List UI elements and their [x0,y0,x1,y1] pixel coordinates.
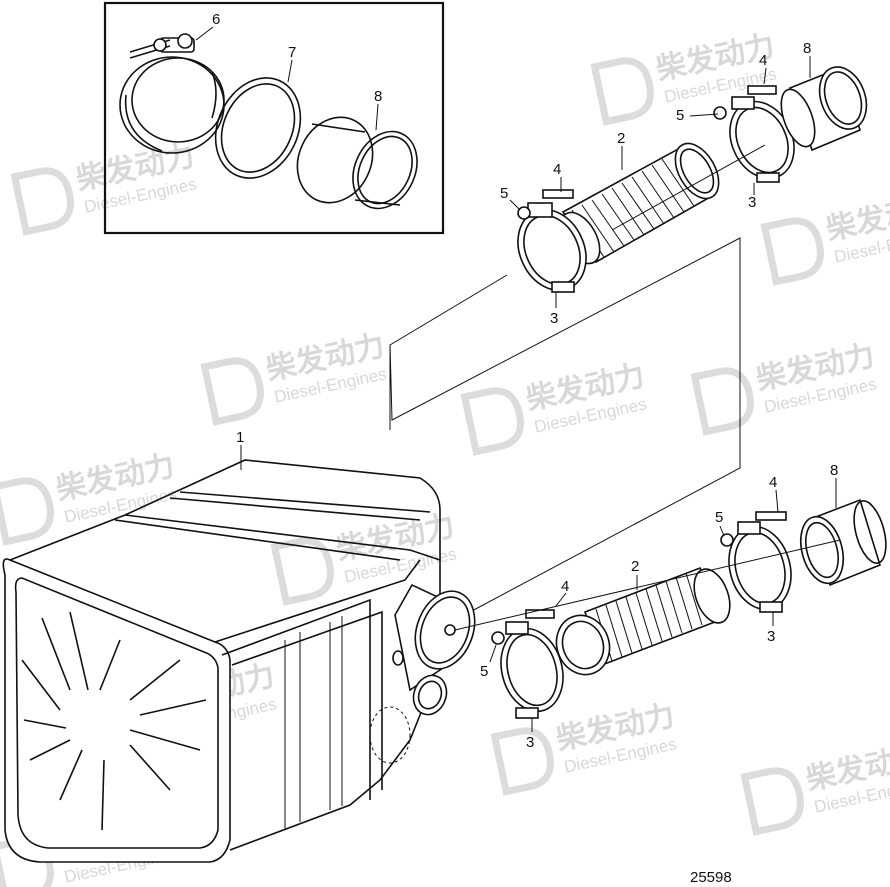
upper-pipe-assembly [509,56,868,308]
hidden-port [369,706,411,764]
callout-6: 6 [212,11,220,28]
leader-7 [287,59,293,83]
leader-5-upper [509,199,521,211]
leader-4-lower [555,592,567,607]
callout-4: 4 [769,474,777,491]
callout-3: 3 [550,310,558,327]
v-clamp-upper-right [713,85,795,183]
pipe-sleeve-upper [780,66,868,152]
callout-2: 2 [617,130,625,147]
center-axis-upper [611,144,766,231]
callout-5: 5 [715,509,723,526]
callout-8: 8 [374,88,382,105]
watermark: 柴发动力 Diesel-Engines [760,188,890,286]
v-clamp-upper-left [517,189,587,293]
callout-7: 7 [288,44,296,61]
sealing-ring [214,77,302,179]
callout-8: 8 [830,462,838,479]
leader-4-upper-right [763,67,767,85]
pipe-sleeve-lower [799,498,887,587]
lower-pipe-assembly [454,478,887,732]
leader-5-upper-right [689,113,719,117]
detail-inset [103,1,445,235]
callout-5: 5 [500,185,508,202]
silencer-outlet-flange [392,583,476,716]
callout-4: 4 [553,161,561,178]
callout-5: 5 [676,107,684,124]
leader-4-lower-right [775,489,779,513]
watermark: 柴发动力 Diesel-Engines [200,328,388,426]
callout-3: 3 [767,628,775,645]
inset-frame [103,1,445,235]
watermark: 柴发动力 Diesel-Engines [690,338,878,436]
leader-8 [375,103,379,131]
center-axis-lower [454,539,841,631]
flex-hose-lower [555,566,731,676]
callout-4: 4 [759,52,767,69]
leader-5-lower [489,644,497,663]
callout-1: 1 [236,429,244,446]
watermark: 柴发动力 Diesel-Engines [460,358,648,456]
silencer-body [2,445,476,863]
v-clamp-lower-right [720,511,792,613]
callout-2: 2 [631,558,639,575]
callout-4: 4 [561,578,569,595]
leader-6 [195,26,214,41]
figure-reference-number: 25598 [690,869,732,886]
v-clamp-lower-left [491,609,564,719]
pipe-sleeve [296,116,418,210]
callout-3: 3 [526,734,534,751]
connection-lines [389,237,741,613]
callout-8: 8 [803,40,811,57]
band-clamp [119,33,225,154]
callout-3: 3 [748,194,756,211]
watermark: 柴发动力 Diesel-Engines [270,508,458,606]
watermark: 柴发动力 Diesel-Engines [740,738,890,836]
callout-labels: 6 7 8 4 8 5 2 3 5 4 3 1 4 8 5 2 4 5 3 3 … [212,11,838,886]
leader-5-lower-right [719,525,725,537]
callout-5: 5 [480,663,488,680]
front-grille [21,611,207,831]
